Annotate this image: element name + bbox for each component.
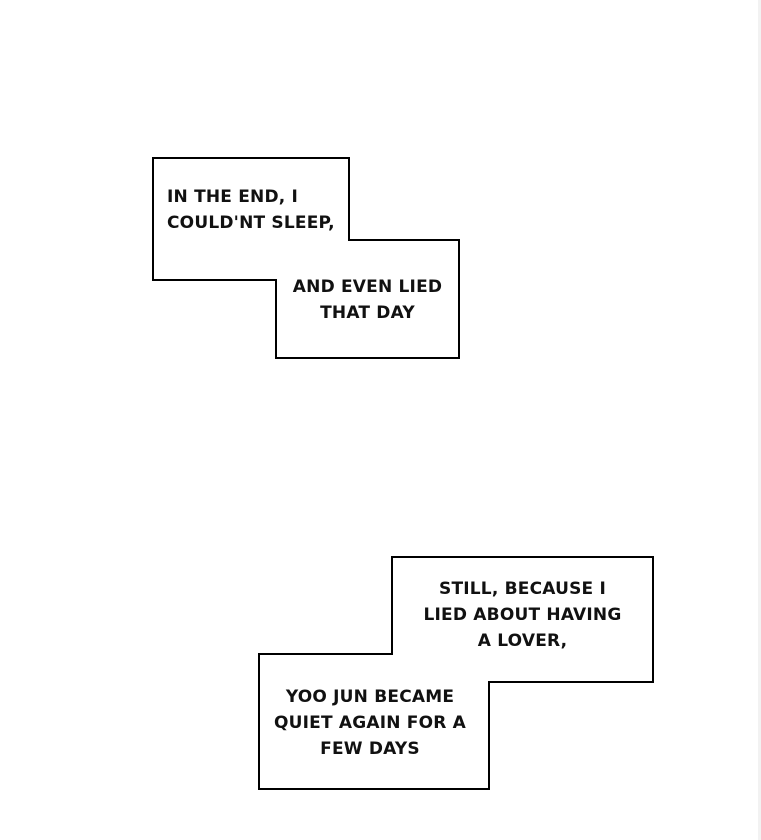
caption-line: A LOVER, [477, 631, 568, 651]
caption-box-1-part-1: IN THE END, I COULD'NT SLEEP, [167, 184, 335, 236]
page-edge-strip [758, 0, 761, 840]
caption-line: FEW DAYS [320, 739, 420, 759]
caption-line: QUIET AGAIN FOR A [273, 713, 467, 733]
caption-box-1-part-2: AND EVEN LIED THAT DAY [277, 274, 458, 326]
caption-line: AND EVEN LIED [292, 277, 443, 297]
caption-box-1-outline [152, 157, 460, 359]
caption-line: IN THE END, I [167, 187, 299, 207]
caption-box-2-outline [258, 556, 654, 790]
caption-line: COULD'NT SLEEP, [167, 213, 335, 233]
caption-box-2-part-1: STILL, BECAUSE I LIED ABOUT HAVING A LOV… [393, 576, 652, 654]
caption-line: YOO JUN BECAME [285, 687, 455, 707]
caption-box-2-part-2: YOO JUN BECAME QUIET AGAIN FOR A FEW DAY… [260, 684, 480, 762]
caption-line: STILL, BECAUSE I [439, 579, 606, 599]
caption-line: THAT DAY [320, 303, 415, 323]
caption-line: LIED ABOUT HAVING [423, 605, 622, 625]
